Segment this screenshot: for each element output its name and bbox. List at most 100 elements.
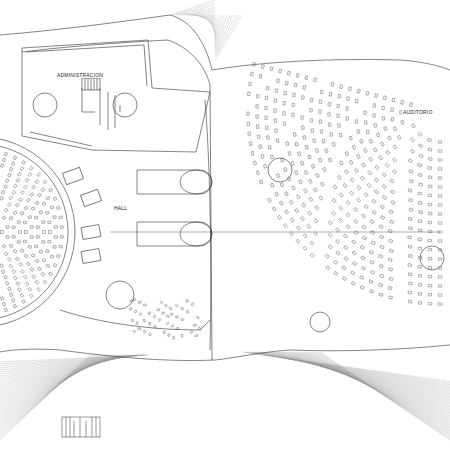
seat xyxy=(337,124,340,128)
seat xyxy=(381,216,385,220)
dot xyxy=(136,322,138,325)
hatch-line xyxy=(203,15,215,28)
seat xyxy=(364,149,368,153)
seat xyxy=(369,280,373,284)
seat xyxy=(418,302,422,305)
hatch-line xyxy=(0,355,146,366)
hatch-line xyxy=(268,352,450,401)
seat xyxy=(339,206,343,210)
seat xyxy=(418,201,422,204)
seat xyxy=(428,203,432,206)
seat xyxy=(311,129,314,133)
seat xyxy=(310,109,312,112)
hatch-line xyxy=(185,13,215,16)
seat xyxy=(428,293,432,296)
seat xyxy=(1,190,5,194)
seat xyxy=(2,244,6,248)
seat xyxy=(17,240,21,243)
seat xyxy=(438,177,441,179)
seat xyxy=(256,115,258,118)
seat xyxy=(31,207,35,210)
column xyxy=(33,93,57,117)
seat xyxy=(357,89,360,93)
seat xyxy=(50,255,54,258)
seat xyxy=(59,216,62,219)
seat xyxy=(50,206,54,209)
seat xyxy=(428,266,432,269)
seat xyxy=(311,164,315,168)
seat xyxy=(428,221,432,224)
seat xyxy=(8,173,12,177)
seat xyxy=(438,195,441,197)
seat xyxy=(270,183,274,187)
dot xyxy=(163,331,165,334)
hatch-line xyxy=(242,352,450,382)
seat xyxy=(276,79,279,83)
seat xyxy=(356,154,360,158)
ramp-end xyxy=(180,170,212,194)
dot xyxy=(198,327,201,330)
seat xyxy=(328,233,332,237)
seat xyxy=(410,138,414,142)
seat xyxy=(348,87,351,91)
seat xyxy=(388,229,392,233)
room-label: HALL xyxy=(113,205,128,211)
dot xyxy=(138,301,141,303)
seat xyxy=(274,99,277,103)
seat xyxy=(287,177,291,181)
seat xyxy=(428,239,432,242)
seat xyxy=(349,160,353,164)
dot xyxy=(143,319,146,322)
seat xyxy=(7,203,11,207)
dot xyxy=(190,331,193,334)
seat xyxy=(390,220,394,224)
seat xyxy=(304,170,308,174)
seat xyxy=(305,145,308,149)
site-hatching xyxy=(0,0,450,440)
seat xyxy=(374,123,377,127)
seat xyxy=(337,114,340,117)
seat xyxy=(373,104,376,108)
seat xyxy=(380,245,384,249)
seat xyxy=(389,239,393,242)
seat xyxy=(428,158,432,161)
dot xyxy=(130,307,132,310)
seat xyxy=(12,190,16,194)
seat xyxy=(355,99,358,103)
seat xyxy=(13,156,16,160)
seat xyxy=(344,246,348,250)
seat xyxy=(293,133,296,137)
seat xyxy=(9,244,13,247)
seat xyxy=(23,240,26,243)
seat xyxy=(328,123,331,127)
seat xyxy=(393,158,397,162)
dot xyxy=(148,333,151,336)
seat xyxy=(370,220,374,224)
seat xyxy=(296,239,300,243)
seat xyxy=(299,180,303,184)
seat xyxy=(332,211,336,215)
seat xyxy=(374,94,377,98)
seat xyxy=(19,198,23,202)
hatch-line xyxy=(179,8,215,16)
seat xyxy=(319,196,323,200)
seat xyxy=(12,226,15,229)
seat xyxy=(256,95,259,99)
seat xyxy=(8,287,12,291)
seat xyxy=(283,122,286,126)
seat xyxy=(21,191,25,195)
dot xyxy=(166,322,169,325)
seat xyxy=(247,122,250,126)
seat xyxy=(46,211,50,214)
seat xyxy=(388,136,392,140)
seat xyxy=(411,149,415,153)
seat xyxy=(301,161,304,165)
seat xyxy=(4,275,8,279)
seat xyxy=(408,217,412,220)
seat xyxy=(364,121,367,125)
seat xyxy=(380,205,384,209)
seat xyxy=(22,300,26,304)
seat xyxy=(319,120,322,124)
hatch-line xyxy=(274,352,450,406)
